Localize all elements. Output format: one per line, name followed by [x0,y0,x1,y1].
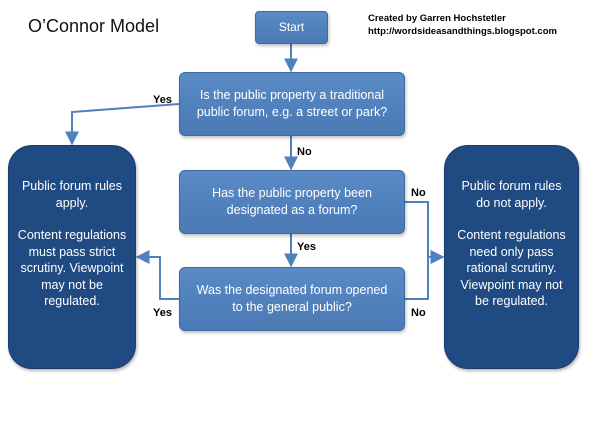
question-1-text: Is the public property a traditional pub… [196,88,388,119]
label-q1-no: No [297,146,312,158]
arrow-q3-yes [135,250,179,300]
outcome-left-heading: Public forum rules apply. [21,179,123,210]
arrow-q3-no [405,250,445,300]
credit-author: Created by Garren Hochstetler [368,13,506,24]
outcome-public-forum-rules-apply: Public forum rules apply. Content regula… [8,145,136,369]
start-node: Start [255,11,328,44]
question-designated-forum: Has the public property been designated … [179,170,405,234]
label-q2-yes: Yes [297,241,316,253]
outcome-right-detail: Content regulations need only pass ratio… [457,228,566,308]
question-opened-to-public: Was the designated forum opened to the g… [179,267,405,331]
credit: Created by Garren Hochstetler http://wor… [368,12,557,38]
label-q1-yes: Yes [153,94,172,106]
arrow-q1-yes [65,103,180,146]
outcome-public-forum-rules-do-not-apply: Public forum rules do not apply. Content… [444,145,579,369]
arrow-q2-no [405,201,445,264]
label-q2-no: No [411,187,426,199]
outcome-right-heading: Public forum rules do not apply. [461,179,562,210]
page-title: O’Connor Model [28,16,160,36]
label-q3-yes: Yes [153,307,172,319]
label-q3-no: No [411,307,426,319]
question-3-text: Was the designated forum opened to the g… [196,283,388,314]
outcome-left-detail: Content regulations must pass strict scr… [17,228,127,308]
question-2-text: Has the public property been designated … [212,186,372,217]
question-traditional-forum: Is the public property a traditional pub… [179,72,405,136]
credit-url: http://wordsideasandthings.blogspot.com [368,26,557,37]
